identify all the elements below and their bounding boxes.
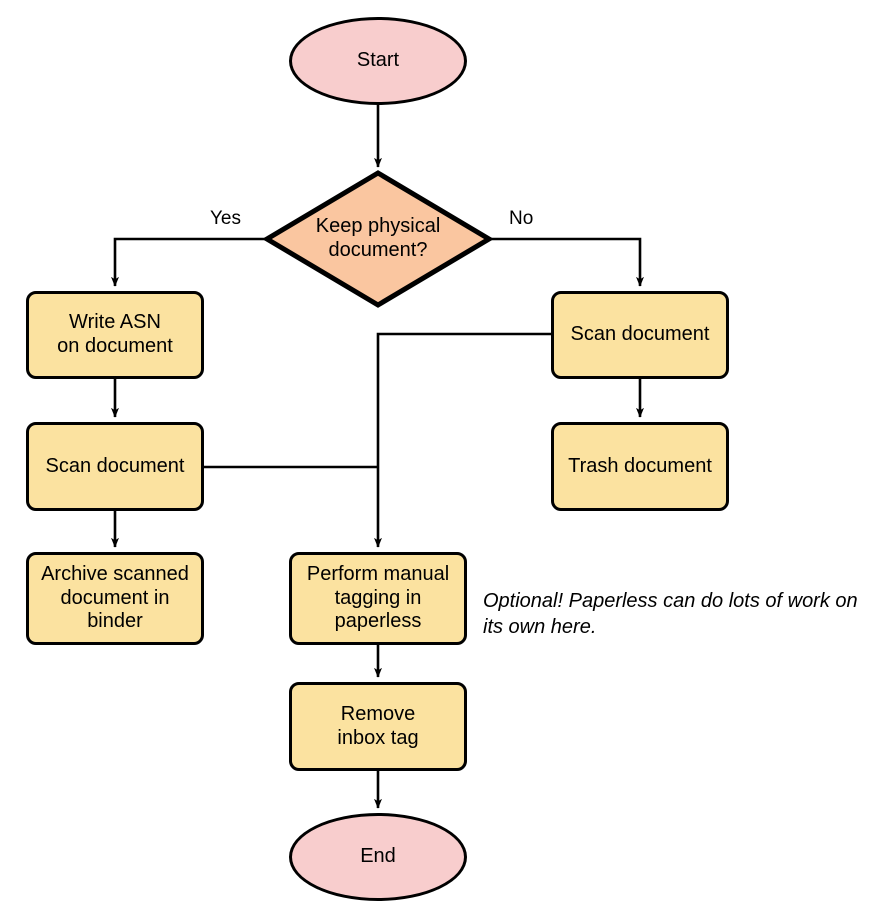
node-remove-inbox-tag-label: Remove inbox tag <box>337 702 419 749</box>
edge-decision-no-to-scan-right <box>490 237 644 287</box>
node-scan-document-right[interactable]: Scan document <box>551 291 729 379</box>
node-write-asn-label: Write ASN on document <box>57 311 173 357</box>
edge-label-yes: Yes <box>207 208 244 230</box>
edge-scan-right-to-tagging <box>374 332 551 548</box>
node-end-label: End <box>360 845 396 868</box>
node-remove-inbox-tag[interactable]: Remove inbox tag <box>289 682 467 771</box>
node-scan-document-left-label: Scan document <box>45 454 185 477</box>
node-trash-document[interactable]: Trash document <box>551 422 729 511</box>
edge-label-no: No <box>506 208 537 230</box>
node-scan-document-right-label: Scan document <box>570 323 710 346</box>
node-end[interactable]: End <box>289 813 467 901</box>
node-decision-keep-physical-document[interactable]: Keep physical document? <box>264 170 492 308</box>
node-write-asn-on-document[interactable]: Write ASN on document <box>26 291 204 379</box>
node-archive-scanned-document[interactable]: Archive scanned document in binder <box>26 552 204 645</box>
node-trash-document-label: Trash document <box>568 454 712 477</box>
node-start[interactable]: Start <box>289 17 467 105</box>
node-start-label: Start <box>356 49 400 72</box>
node-scan-document-left[interactable]: Scan document <box>26 422 204 511</box>
node-perform-manual-tagging-label: Perform manual tagging in paperless <box>306 563 450 633</box>
annotation-optional-note: Optional! Paperless can do lots of work … <box>483 590 858 638</box>
node-perform-manual-tagging[interactable]: Perform manual tagging in paperless <box>289 552 467 645</box>
node-archive-label: Archive scanned document in binder <box>41 563 189 633</box>
node-decision-label: Keep physical document? <box>315 215 441 261</box>
diamond-shape <box>264 170 492 308</box>
edge-decision-yes-to-write-asn <box>111 237 266 287</box>
